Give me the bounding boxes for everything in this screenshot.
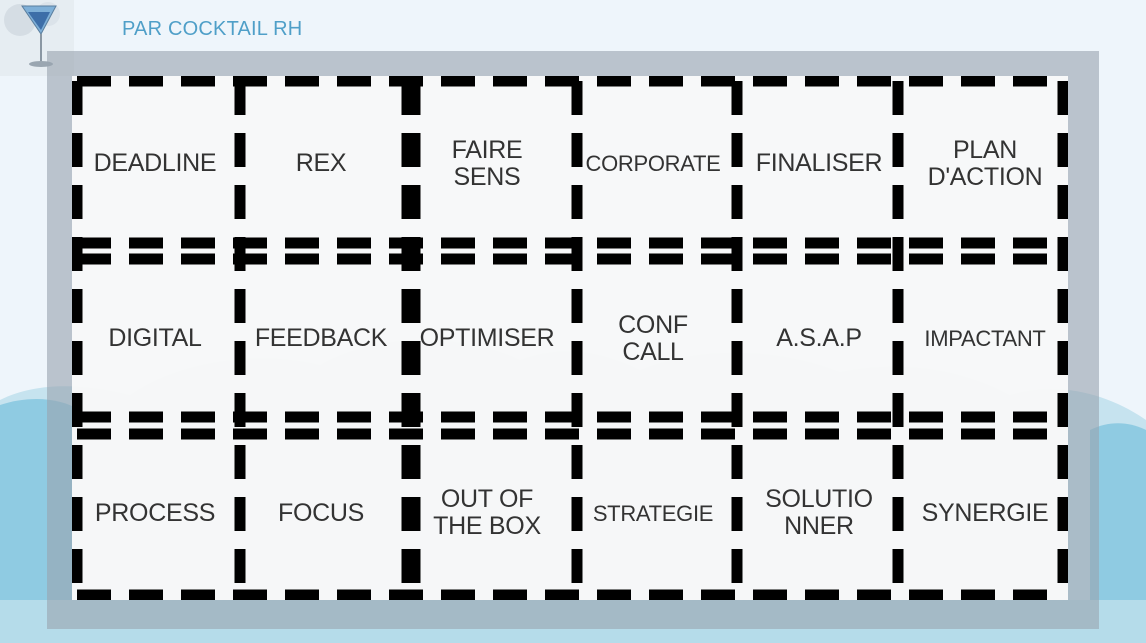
bingo-cell[interactable]: SYNERGIE [921,498,1049,527]
bingo-cell[interactable]: PROCESS [94,498,216,527]
bingo-cell[interactable]: OUT OF THE BOX [433,485,541,540]
bingo-cell[interactable]: A.S.A.P [776,324,862,352]
bingo-cell[interactable]: DEADLINE [93,149,217,177]
bingo-cell[interactable]: REX [295,149,347,177]
bingo-cell[interactable]: SOLUTIO NNER [765,485,873,540]
bingo-cell[interactable]: FOCUS [277,498,364,527]
bingo-cell[interactable]: STRATEGIE [592,500,714,526]
bingo-cell[interactable]: IMPACTANT [924,326,1046,351]
bingo-cell[interactable]: FAIRE SENS [451,135,523,191]
bingo-cell[interactable]: PLAN D'ACTION [927,135,1043,191]
dashed-grid [72,76,1068,600]
board-cells: DEADLINE REX FAIRE SENS CORPORATE FINALI… [72,76,1068,600]
bingo-cell[interactable]: OPTIMISER [419,324,555,352]
cocktail-glass-icon [0,0,74,76]
page-title: PAR COCKTAIL RH [122,18,303,40]
bingo-cell[interactable]: CONF CALL [618,310,688,366]
bingo-cell[interactable]: CORPORATE [585,151,721,176]
bingo-cell[interactable]: DIGITAL [108,324,202,352]
bingo-cell[interactable]: FINALISER [755,149,883,177]
bingo-cell[interactable]: FEEDBACK [254,324,388,352]
